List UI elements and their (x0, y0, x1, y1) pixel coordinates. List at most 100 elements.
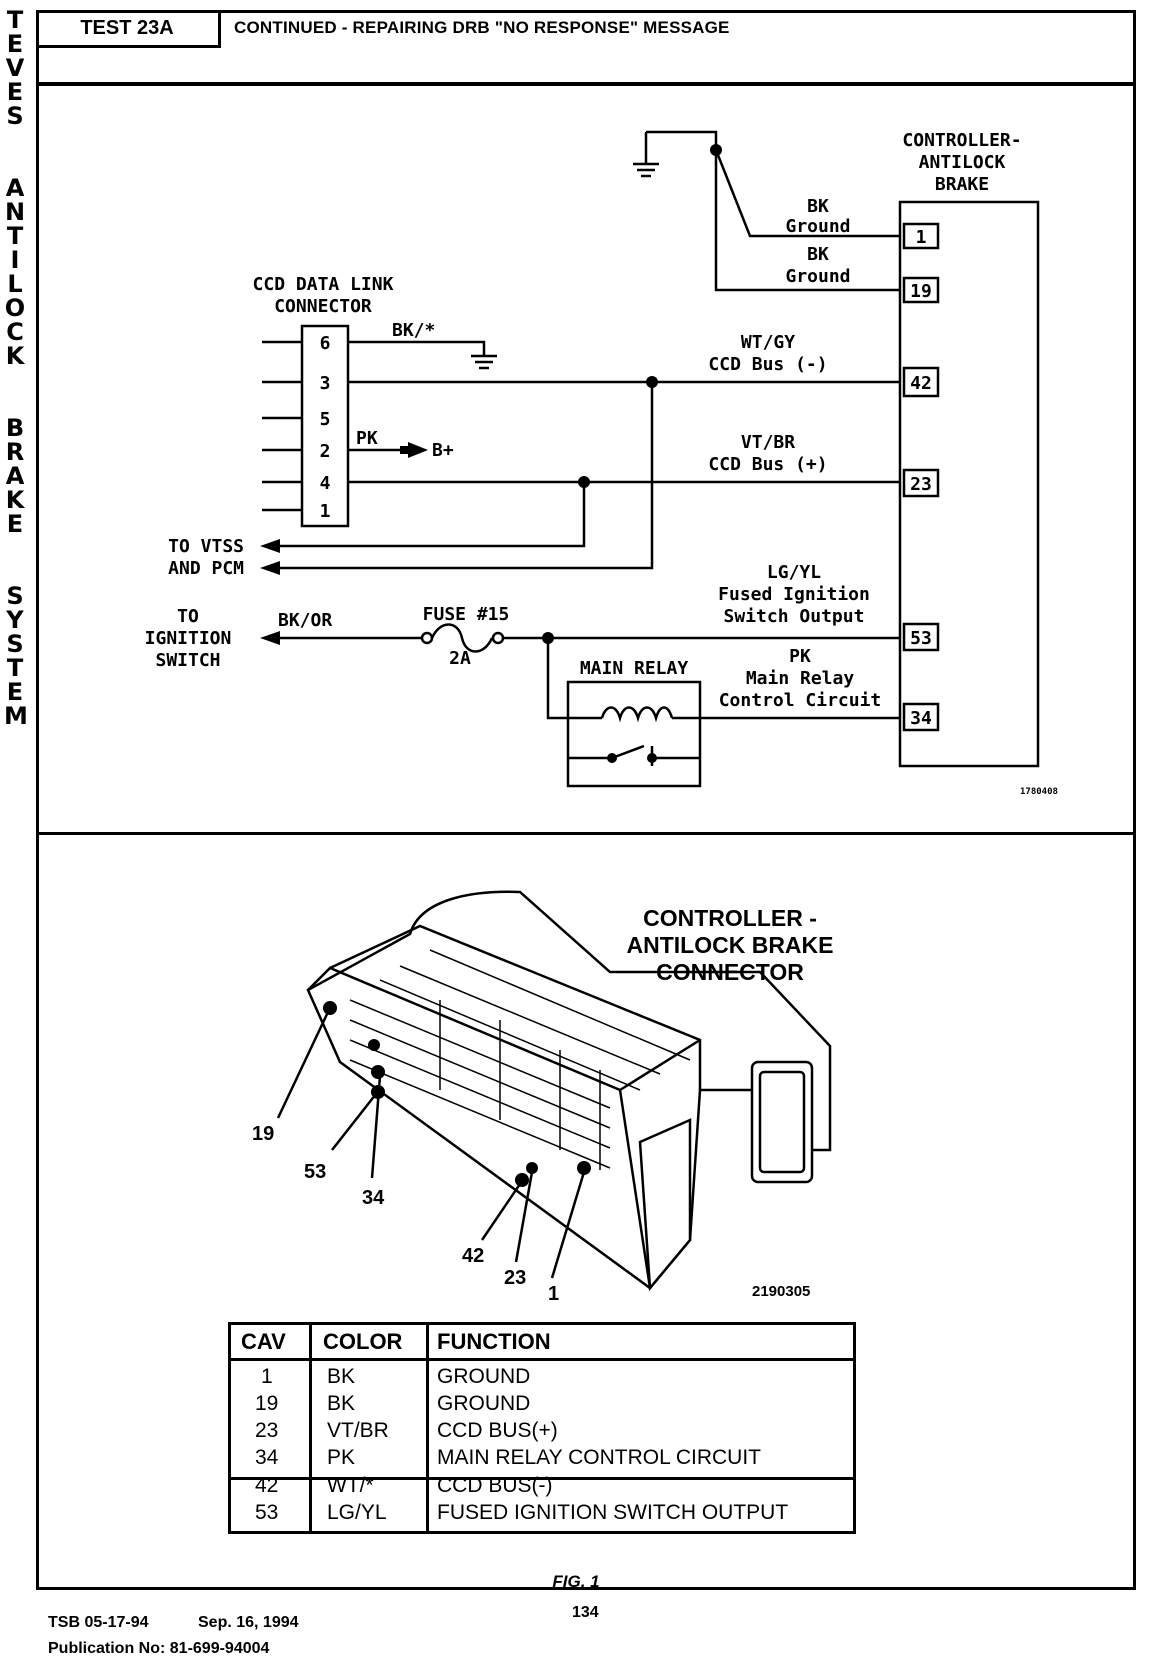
pin-box-34 (902, 702, 940, 732)
table-header: FUNCTION (437, 1329, 551, 1354)
side-title-letter: V (5, 54, 25, 82)
controller-box (898, 200, 1040, 768)
table-header: COLOR (323, 1329, 403, 1354)
table-cell: 42 (255, 1474, 279, 1497)
side-title-letter: T (6, 654, 24, 682)
controller-title: BRAKE (935, 174, 989, 195)
main-relay-box (566, 680, 702, 788)
wire-color-label: BK/OR (278, 610, 332, 631)
side-title-letter: S (6, 102, 24, 130)
side-title-letter: B (5, 414, 25, 442)
callout-label: 19 (252, 1123, 274, 1145)
side-title-letter: C (6, 318, 24, 346)
table-divider (309, 1480, 312, 1531)
footer-date: Sep. 16, 1994 (198, 1614, 299, 1631)
callout-label: 34 (362, 1187, 385, 1209)
table-row: 42 WT/* CCD BUS(-) (231, 1472, 853, 1499)
connector-title-line: ANTILOCK BRAKE (626, 932, 834, 958)
dlc-pin-label: 6 (320, 333, 331, 354)
side-title-letter: Y (6, 606, 24, 634)
table-cell: 1 (261, 1365, 273, 1388)
side-title-letter: E (6, 30, 24, 58)
side-title-letter: M (4, 702, 28, 730)
ground-wire (646, 130, 900, 292)
figure-number: 2190305 (752, 1283, 810, 1300)
dlc-pin-label: 2 (320, 441, 331, 462)
controller-title: CONTROLLER- (902, 130, 1021, 151)
table-cell: 23 (255, 1419, 279, 1442)
table-divider (231, 1358, 853, 1361)
pin-box-23 (902, 468, 940, 498)
side-title-letter: T (6, 6, 24, 34)
side-title-letter: S (6, 630, 24, 658)
table-cell: LG/YL (327, 1501, 387, 1524)
wire-color-label: WT/GY (741, 332, 795, 353)
to-ignition-label: SWITCH (155, 650, 220, 671)
side-title-letter: K (5, 486, 25, 514)
side-title-letter: L (7, 270, 23, 298)
wire-function-label: Fused Ignition (718, 584, 870, 605)
side-title-letter: K (5, 342, 25, 370)
table-cell: GROUND (437, 1365, 531, 1388)
side-title-letter: E (6, 510, 24, 538)
wire-function-label: Main Relay (746, 668, 855, 689)
table-cell: VT/BR (327, 1419, 389, 1442)
table-cell: 53 (255, 1501, 279, 1524)
controller-title: ANTILOCK (919, 152, 1006, 173)
fuse-label: FUSE #15 (423, 604, 510, 625)
page-frame (36, 10, 1136, 1590)
table-cell: PK (327, 1446, 356, 1469)
wire-color-label: PK (789, 646, 811, 667)
cav-table: CAV COLOR FUNCTION 1 BK GROUND 19 BK GRO… (228, 1322, 856, 1480)
dlc-pin-label: 1 (320, 501, 331, 522)
side-title-letter: O (4, 294, 26, 322)
table-row: 53 LG/YL FUSED IGNITION SWITCH OUTPUT (231, 1499, 853, 1526)
table-cell: MAIN RELAY CONTROL CIRCUIT (437, 1446, 761, 1469)
side-title-letter: A (5, 174, 25, 202)
connector-title-line: CONTROLLER - (643, 905, 817, 931)
callout-label: 53 (304, 1161, 326, 1183)
pin-number: 42 (910, 373, 932, 394)
side-title-letter: E (6, 678, 24, 706)
dlc-pin-label: 5 (320, 409, 331, 430)
table-cell: GROUND (437, 1392, 531, 1415)
dlc-title: CCD DATA LINK (253, 274, 394, 295)
dlc-box (300, 324, 350, 528)
b-plus-label: B+ (432, 440, 454, 461)
figure-caption: FIG. 1 (552, 1572, 600, 1591)
callout-label: 23 (504, 1267, 526, 1289)
wire-color-label: VT/BR (741, 432, 795, 453)
dlc-title: CONNECTOR (274, 296, 372, 317)
wire-color-label: BK (807, 196, 829, 217)
pin-number: 53 (910, 628, 932, 649)
dlc-pin-label: 3 (320, 373, 331, 394)
connector-title: CONTROLLER - ANTILOCK BRAKE CONNECTOR (600, 905, 860, 986)
footer-tsb: TSB 05-17-94 (48, 1614, 149, 1631)
wire-function-label: CCD Bus (+) (708, 454, 827, 475)
table-row: 1 BK GROUND (231, 1363, 853, 1390)
table-header: CAV (241, 1329, 286, 1354)
table-divider (426, 1325, 429, 1477)
dlc-pin-label: 4 (320, 473, 331, 494)
section-divider (36, 832, 1136, 835)
table-row: 19 BK GROUND (231, 1390, 853, 1417)
table-row: 34 PK MAIN RELAY CONTROL CIRCUIT (231, 1444, 853, 1471)
ground-wire (714, 149, 900, 238)
cav-table-continued: 42 WT/* CCD BUS(-) 53 LG/YL FUSED IGNITI… (228, 1474, 856, 1534)
connector-title-line: CONNECTOR (656, 959, 804, 985)
pin-number: 34 (910, 708, 932, 729)
fuse-rating: 2A (449, 648, 471, 669)
page-number: 134 (572, 1604, 599, 1621)
table-cell: FUSED IGNITION SWITCH OUTPUT (437, 1501, 789, 1524)
wire-color-label: BK (807, 244, 829, 265)
side-title-letter: I (10, 246, 20, 274)
table-divider (426, 1480, 429, 1531)
wire-function-label: Ground (785, 266, 850, 287)
pin-number: 19 (910, 281, 932, 302)
side-title-letter: S (6, 582, 24, 610)
wire-color-label: LG/YL (767, 562, 821, 583)
header: TEST 23A CONTINUED - REPAIRING DRB "NO R… (36, 10, 1136, 86)
table-divider (309, 1325, 312, 1477)
pin-box-42 (902, 366, 940, 398)
test-label: TEST 23A (36, 10, 221, 48)
